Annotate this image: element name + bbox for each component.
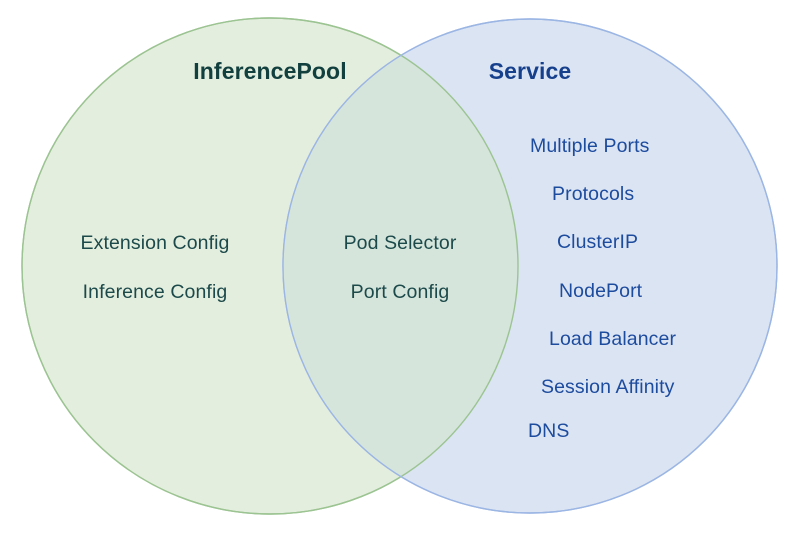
- intersection-item-port-config: Port Config: [350, 281, 450, 303]
- left-set-item-inference-config: Inference Config: [82, 281, 228, 303]
- left-set-item-extension-config: Extension Config: [80, 232, 230, 254]
- right-set-item-clusterip: ClusterIP: [557, 231, 639, 253]
- right-set-item-multiple-ports: Multiple Ports: [530, 135, 650, 157]
- intersection-item-pod-selector: Pod Selector: [343, 232, 457, 254]
- right-set-item-dns: DNS: [528, 420, 570, 442]
- right-set-item-protocols: Protocols: [552, 183, 635, 205]
- left-set-circle-outline: [21, 17, 519, 515]
- left-set-title: InferencePool: [193, 58, 347, 84]
- right-set-item-session-affinity: Session Affinity: [541, 376, 675, 398]
- intersection-region: [283, 19, 518, 513]
- right-set-item-nodeport: NodePort: [559, 280, 643, 302]
- right-set-item-load-balancer: Load Balancer: [549, 328, 677, 350]
- right-set-circle-outline: [282, 18, 778, 514]
- right-set-title: Service: [488, 58, 572, 84]
